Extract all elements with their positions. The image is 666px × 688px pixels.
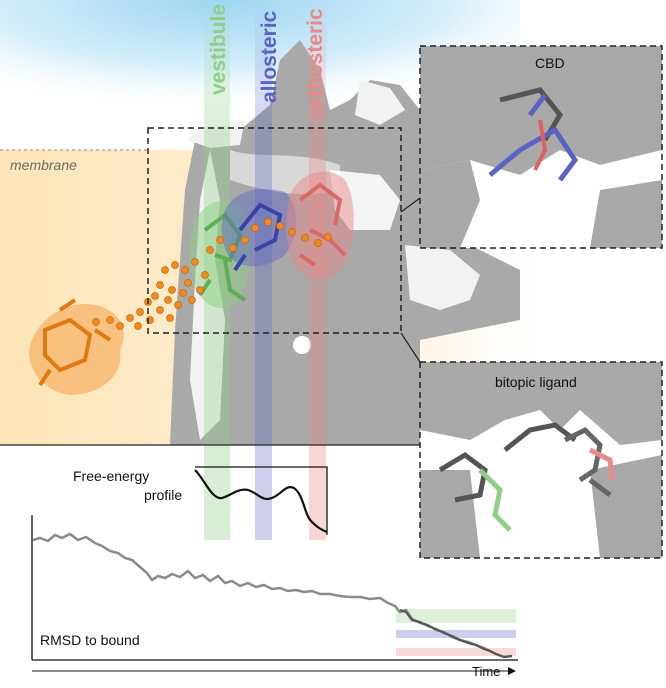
zoom-box: [147, 127, 402, 334]
cbd-inset: [419, 45, 663, 249]
time-label: Time: [472, 664, 501, 679]
cbd-title: CBD: [535, 55, 565, 71]
free-energy-profile: [194, 466, 328, 535]
ligand-path-dots: [92, 218, 332, 330]
rmsd-trace-final: [399, 608, 513, 659]
rmsd-vestibule-band: [396, 609, 516, 623]
bitopic-inset: [419, 361, 663, 559]
ligand-allosteric: [221, 189, 297, 272]
vestibule-label: vestibule: [207, 3, 230, 95]
zoom-connector-top: [400, 197, 421, 213]
free-energy-label-line2: profile: [144, 487, 183, 503]
ligand-outside-membrane: [29, 298, 124, 395]
ligand-orthosteric: [286, 171, 354, 279]
rmsd-plot: [31, 515, 518, 675]
zoom-connector-bottom: [400, 332, 421, 363]
rmsd-allosteric-band: [396, 630, 516, 638]
allosteric-column: [255, 0, 272, 540]
orthosteric-label: orthosteric: [304, 8, 327, 118]
bitopic-title: bitopic ligand: [495, 374, 577, 390]
membrane-label: membrane: [10, 157, 77, 173]
allosteric-label: allosteric: [258, 10, 281, 103]
free-energy-label-line1: Free-energy: [73, 468, 150, 484]
rmsd-label: RMSD to bound: [40, 632, 140, 648]
rmsd-orthosteric-band: [396, 648, 516, 656]
